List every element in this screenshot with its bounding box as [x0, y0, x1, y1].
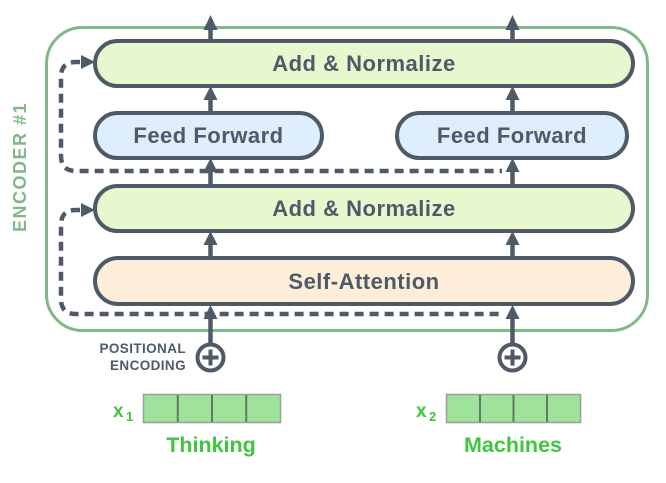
feed-forward-left-label: Feed Forward [133, 123, 283, 148]
feed-forward-left-box: Feed Forward [93, 111, 324, 160]
add-normalize-mid-label: Add & Normalize [272, 196, 456, 221]
input-word-machines: Machines [464, 433, 562, 457]
x2-subscript: 2 [429, 409, 436, 424]
plus-circle-icon [497, 342, 528, 373]
x1-subscript: 1 [126, 409, 133, 424]
plus-circle-icon [195, 342, 226, 373]
vector-symbol-x2: x 2 [416, 401, 436, 424]
residual-connection-lower [58, 207, 502, 317]
vector-symbol-x1: x 1 [113, 401, 133, 424]
positional-encoding-label: POSITIONAL ENCODING [99, 341, 186, 373]
input-vector-x1 [142, 393, 282, 424]
x1-symbol: x [113, 401, 124, 422]
positional-encoding-line2: ENCODING [110, 358, 186, 373]
add-normalize-top-box: Add & Normalize [93, 39, 635, 88]
add-normalize-mid-box: Add & Normalize [93, 184, 635, 233]
input-word-thinking: Thinking [166, 433, 256, 457]
residual-connection-upper [58, 59, 502, 174]
self-attention-box: Self-Attention [93, 256, 635, 306]
self-attention-label: Self-Attention [288, 269, 439, 294]
feed-forward-right-box: Feed Forward [395, 111, 629, 160]
input-vector-x2 [445, 393, 582, 424]
encoder-label: ENCODER #1 [10, 102, 30, 232]
add-normalize-top-label: Add & Normalize [272, 51, 456, 76]
x2-symbol: x [416, 401, 427, 422]
residual-upper-arrowhead-icon [81, 55, 95, 69]
encoder-boundary-box [45, 26, 649, 332]
arrow-column-left [203, 15, 218, 344]
positional-encoding-line1: POSITIONAL [99, 341, 186, 356]
residual-lower-arrowhead-icon [81, 203, 95, 217]
feed-forward-right-label: Feed Forward [437, 123, 587, 148]
